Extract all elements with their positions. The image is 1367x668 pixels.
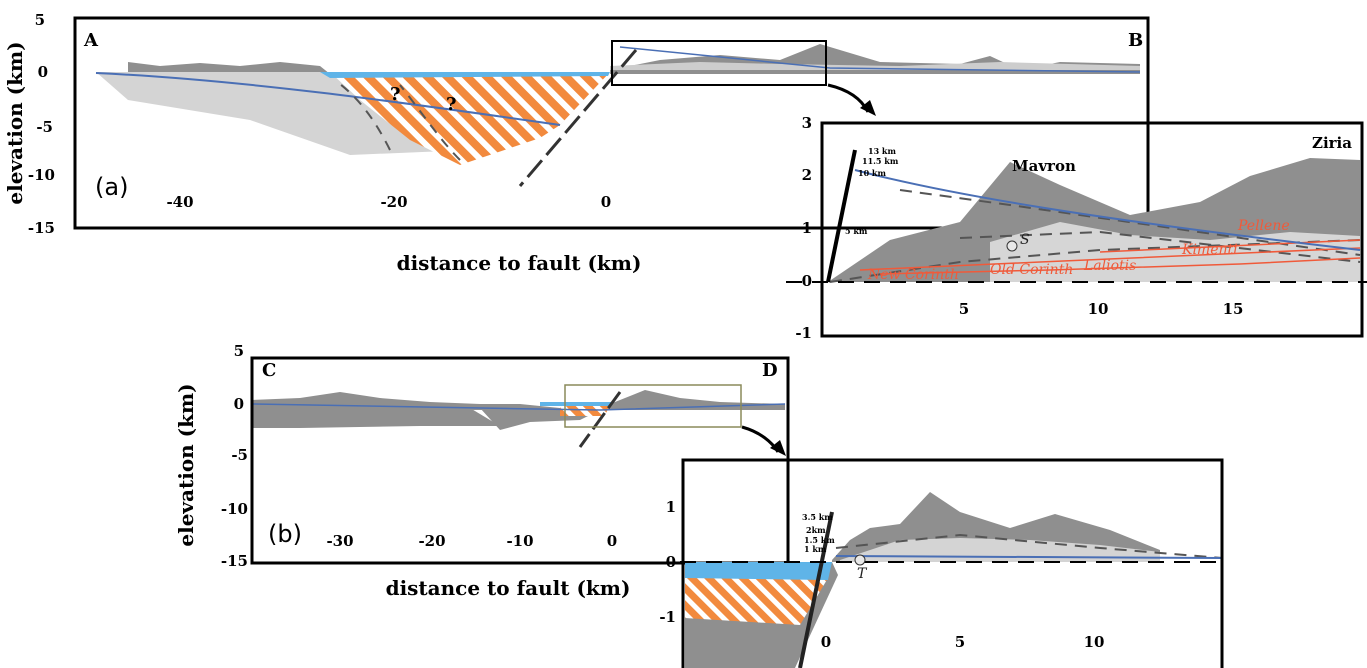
corner-label-C: C	[262, 360, 276, 381]
site-label-t: T	[857, 566, 868, 582]
ytick-b-4: -15	[221, 552, 248, 570]
xtick-a-1: -20	[380, 193, 407, 211]
ytick-ia-4: -1	[795, 324, 812, 342]
depth-label-ia-0: 13 km	[868, 146, 896, 156]
xtick-ia-2: 15	[1223, 300, 1244, 318]
ytick-b-0: 5	[234, 342, 244, 360]
ylabel-a: elevation (km)	[3, 41, 27, 204]
place-mavron: Mavron	[1012, 157, 1076, 175]
cross-section-b	[251, 390, 786, 448]
xtick-b-1: -20	[418, 532, 445, 550]
depth-label-ib-3: 1 km	[804, 544, 827, 554]
ytick-a-3: -10	[28, 166, 55, 184]
site-marker-t	[854, 554, 866, 566]
ytick-ia-3: 0	[802, 272, 812, 290]
ytick-ia-1: 2	[802, 166, 812, 184]
panel-label-b: (b)	[268, 520, 302, 548]
panel-label-a: (a)	[95, 173, 128, 201]
frame-inset-a	[820, 121, 1364, 338]
inset-a: 3 2 1 0 -1 Mavron Ziria Pellene Kimenti …	[786, 114, 1367, 342]
unit-label-laliotis: Laliotis	[1083, 258, 1136, 274]
inset-b: 1 0 -1 3.5 km 2km 1.5 km 1 km T 0 5 10	[659, 458, 1224, 668]
frame-inset-b	[681, 458, 1224, 668]
depth-label-ia-3: 5 km	[845, 226, 868, 236]
corner-label-A: A	[83, 30, 99, 51]
unit-label-pellene: Pellene	[1237, 218, 1290, 234]
ytick-ib-1: 0	[666, 553, 676, 571]
ytick-a-1: 0	[38, 63, 48, 81]
xlabel-b: distance to fault (km)	[386, 576, 631, 600]
ytick-ia-2: 1	[802, 219, 812, 237]
ytick-b-1: 0	[234, 395, 244, 413]
ytick-ib-2: -1	[659, 608, 676, 626]
panel-a: elevation (km) 5 0 -5 -10 -15 ? ? A B (a…	[3, 11, 1150, 275]
corner-label-B: B	[1128, 30, 1143, 51]
xtick-b-2: -10	[506, 532, 533, 550]
depth-label-ib-2: 1.5 km	[804, 535, 835, 545]
question-mark-1: ?	[390, 84, 401, 105]
depth-label-ia-1: 11.5 km	[862, 156, 899, 166]
xtick-b-3: 0	[607, 532, 617, 550]
ytick-a-2: -5	[36, 118, 53, 136]
ylabel-b: elevation (km)	[174, 383, 198, 546]
unit-label-new-corinth: New Corinth	[867, 267, 959, 283]
xtick-b-0: -30	[326, 532, 353, 550]
question-mark-2: ?	[446, 94, 457, 115]
place-ziria: Ziria	[1312, 134, 1352, 152]
ytick-ib-0: 1	[666, 498, 676, 516]
xlabel-a: distance to fault (km)	[397, 251, 642, 275]
ytick-a-0: 5	[35, 11, 45, 29]
ytick-b-2: -5	[231, 446, 248, 464]
xtick-ia-1: 10	[1088, 300, 1109, 318]
xtick-ib-2: 10	[1084, 633, 1105, 651]
xtick-ib-0: 0	[821, 633, 831, 651]
inset-box-b	[564, 384, 742, 428]
cross-section-a: ? ?	[95, 44, 1141, 187]
xtick-a-0: -40	[166, 193, 193, 211]
ytick-b-3: -10	[221, 500, 248, 518]
xtick-a-2: 0	[601, 193, 611, 211]
ytick-a-4: -15	[28, 219, 55, 237]
depth-label-ia-2: 10 km	[858, 168, 886, 178]
site-marker-s	[1006, 240, 1018, 252]
depth-label-ib-1: 2km	[806, 525, 826, 535]
corner-label-D: D	[762, 360, 778, 381]
xtick-ia-0: 5	[959, 300, 969, 318]
ytick-ia-0: 3	[802, 114, 812, 132]
depth-label-ib-0: 3.5 km	[802, 512, 833, 522]
xtick-ib-1: 5	[955, 633, 965, 651]
inset-box-a	[611, 40, 827, 86]
site-label-s: S	[1020, 232, 1030, 248]
unit-label-old-corinth: Old Corinth	[990, 262, 1073, 278]
unit-label-kimenti: Kimenti	[1181, 242, 1238, 258]
